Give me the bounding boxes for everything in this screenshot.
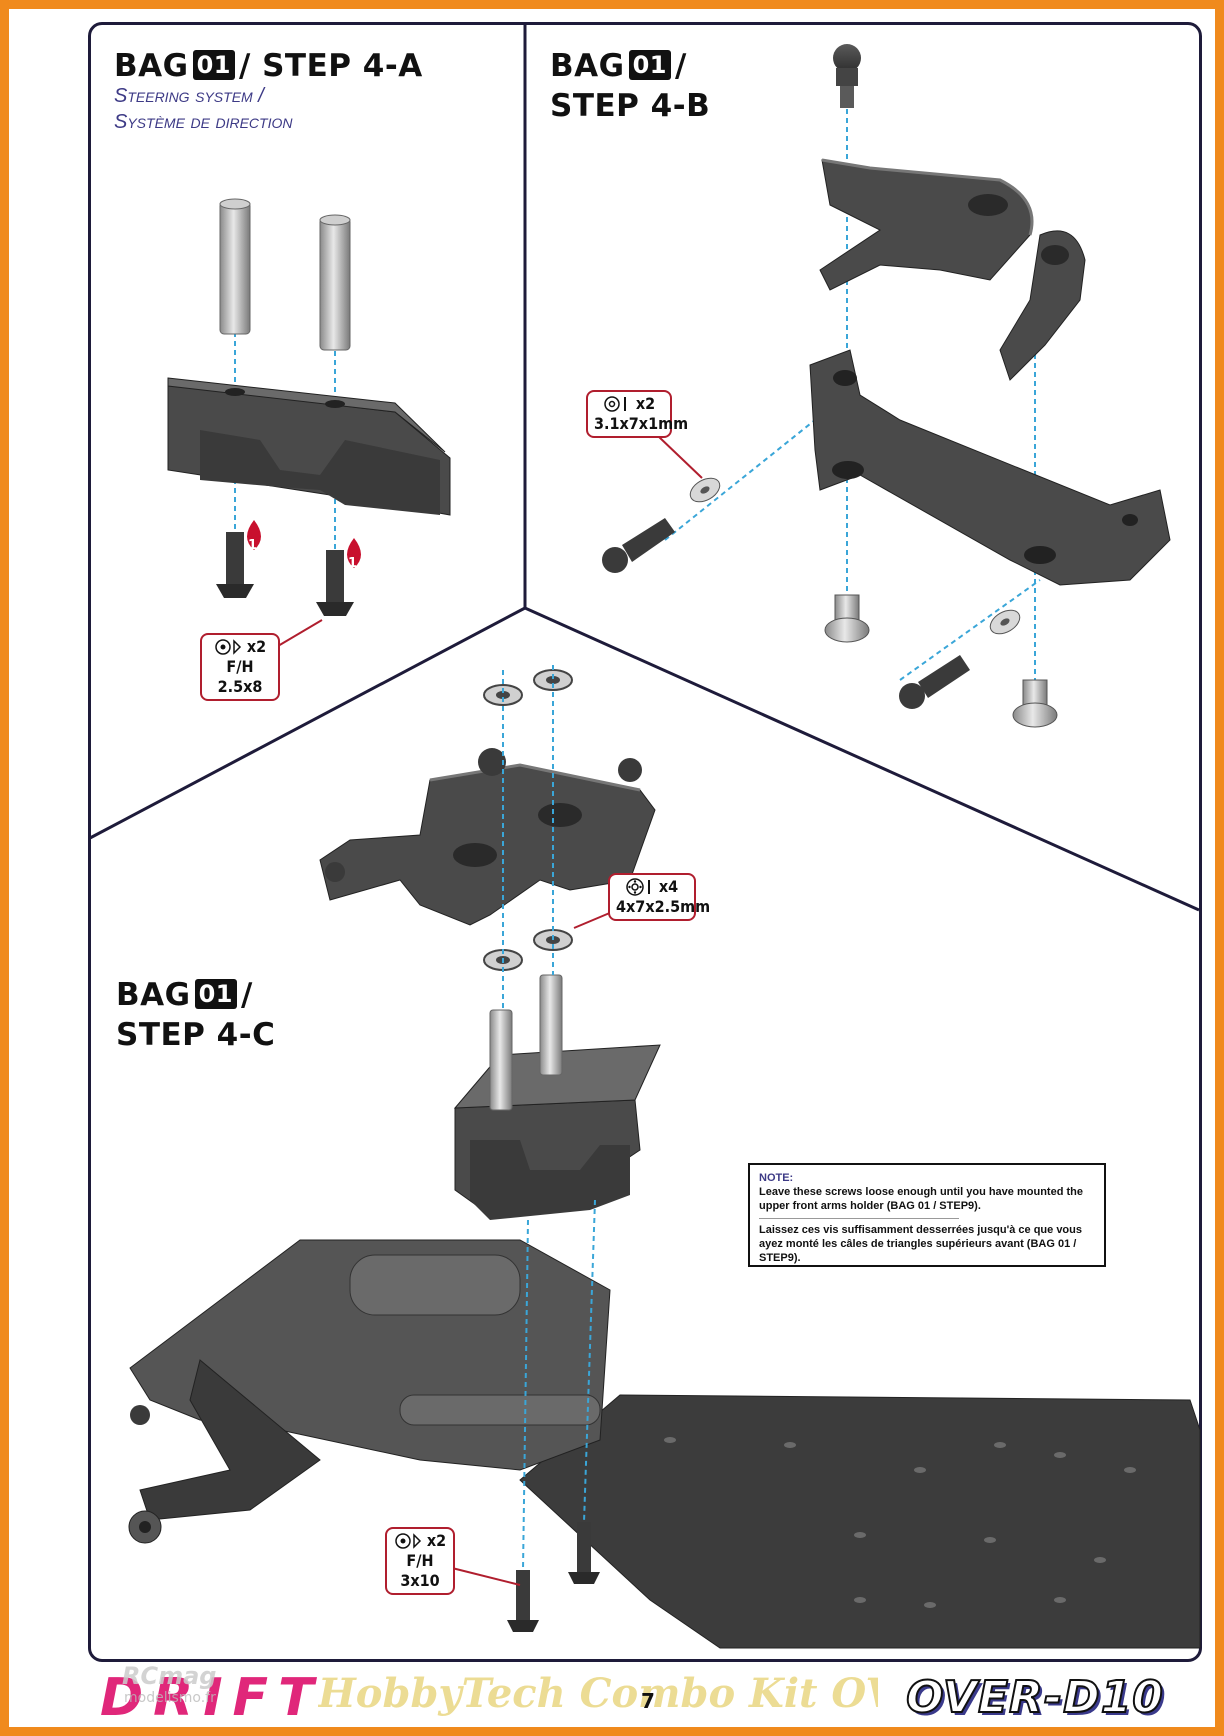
- standoff-posts-4c: [489, 974, 563, 1111]
- step-4a-subtitle-en: Steering system /: [114, 85, 264, 107]
- steering-arm-small-4b: [999, 230, 1086, 381]
- shoulder-bushings-4b: [824, 594, 1058, 728]
- pointer-4b: [657, 435, 703, 479]
- bag-word: BAG: [116, 977, 191, 1013]
- part-label-screw-4a: x2 F/H 2.5x8: [200, 633, 280, 701]
- step-4b-illustration: [602, 44, 1171, 728]
- countersunk-screws-4a: [216, 532, 354, 616]
- standoff-posts-4a: [219, 198, 351, 351]
- front-bulkhead-4c: [128, 1239, 611, 1544]
- step-label: STEP 4-C: [116, 1017, 276, 1053]
- part-size: F/H 2.5x8: [217, 657, 263, 696]
- part-label-washer-4b: x2 3.1x7x1mm: [586, 390, 689, 438]
- screw-icon: [395, 1533, 421, 1549]
- guide-lines-4c: [502, 665, 596, 1571]
- part-size: F/H 3x10: [400, 1551, 440, 1590]
- note-box: NOTE: Leave these screws loose enough un…: [748, 1163, 1106, 1267]
- screw-icon: [215, 639, 241, 655]
- pointer-4c: [451, 911, 613, 1586]
- bearing-icon: [626, 878, 650, 896]
- page-number: 7: [641, 1689, 655, 1713]
- title-slash: /: [240, 977, 253, 1013]
- part-qty: x2: [635, 394, 656, 413]
- ball-studs-side-4b: [602, 518, 970, 709]
- title-watermark: HobbyTech Combo Kit OVER-D10 drift 1/10è: [318, 1670, 878, 1717]
- washers-4b: [689, 477, 1021, 635]
- chassis-plate-4c: [519, 1394, 1201, 1649]
- pointer-4a: [277, 619, 323, 647]
- step-4a-subtitle-fr: Système de direction: [114, 111, 293, 133]
- thread-lock-number: 1: [348, 556, 358, 571]
- panel-dividers: [89, 24, 1200, 912]
- steering-mount-block-4a: [167, 377, 451, 516]
- bag-number-badge: 01: [628, 50, 671, 80]
- step-label: STEP 4-B: [550, 88, 711, 124]
- note-text-en: Leave these screws loose enough until yo…: [759, 1186, 1083, 1212]
- site-watermark: modelismo.fr: [124, 1690, 216, 1706]
- steering-assembly-4c: [319, 748, 656, 926]
- bag-word: BAG: [114, 48, 189, 84]
- note-heading: NOTE:: [759, 1172, 794, 1184]
- thread-lock-drop-icon: [247, 520, 361, 568]
- title-slash: /: [674, 48, 687, 84]
- step-4a-illustration: [167, 198, 451, 647]
- part-label-screw-4c: x2 F/H 3x10: [385, 1527, 455, 1595]
- part-label-bearing-4c: x4 4x7x2.5mm: [608, 873, 711, 921]
- bag-number-badge: 01: [192, 50, 235, 80]
- thread-lock-number: 1: [248, 538, 258, 553]
- step-4c-illustration: [128, 665, 1201, 1649]
- steering-crossbar-4b: [809, 349, 1171, 586]
- over-d10-logo: OVER-D10: [905, 1671, 1164, 1724]
- bag-word: BAG: [550, 48, 625, 84]
- part-qty: x4: [658, 877, 679, 896]
- step-label: / STEP 4-A: [238, 48, 423, 84]
- note-text-fr: Laissez ces vis suffisamment desserrées …: [759, 1224, 1082, 1264]
- steering-arm-large-4b: [819, 158, 1034, 291]
- bag-number-badge: 01: [194, 979, 237, 1009]
- washer-icon: [604, 396, 626, 412]
- part-size: 3.1x7x1mm: [594, 414, 689, 433]
- part-qty: x2: [246, 637, 267, 656]
- ball-stud-top-4b: [833, 44, 861, 108]
- countersunk-screws-4c: [507, 1522, 600, 1632]
- part-qty: x2: [426, 1531, 447, 1550]
- note-divider: [759, 1218, 959, 1219]
- drift-logo: DRIFT: [100, 1668, 324, 1728]
- part-size: 4x7x2.5mm: [616, 897, 711, 916]
- rcmag-watermark: RCmag: [122, 1662, 217, 1690]
